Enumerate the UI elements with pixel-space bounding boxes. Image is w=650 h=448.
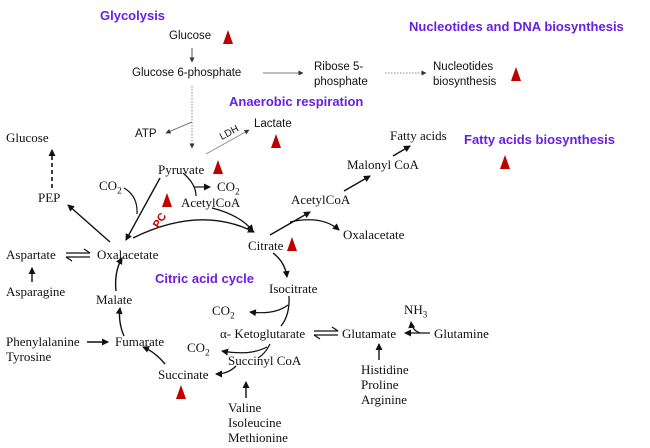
- heading-citric-acid-cycle: Citric acid cycle: [155, 271, 254, 286]
- co2-subscript: 2: [230, 310, 235, 321]
- node-valine-isoleucine-methionine: Valine Isoleucine Methionine: [228, 400, 288, 445]
- arrow-akg-succinyl: [257, 343, 271, 359]
- node-succinyl-coa: Succinyl CoA: [228, 353, 302, 368]
- arrow-co2-join: [123, 187, 138, 215]
- node-alpha-ketoglutarate: α- Ketoglutarate: [220, 326, 306, 341]
- arrow-to-co2-akg: [221, 346, 268, 356]
- node-co2-pdh: CO2: [217, 179, 240, 197]
- ribose-line-2: phosphate: [314, 76, 368, 88]
- proline-label: Proline: [361, 377, 399, 392]
- upregulated-marker-pc: [162, 193, 172, 207]
- co2-subscript: 2: [117, 185, 122, 196]
- node-glucose-6-phosphate: Glucose 6-phosphate: [132, 67, 242, 79]
- arrow-malate-oxalacetate: [114, 257, 123, 292]
- isoleucine-label: Isoleucine: [228, 415, 282, 430]
- node-isocitrate: Isocitrate: [269, 281, 318, 296]
- node-oxalacetate: Oxalacetate: [97, 247, 159, 262]
- equilibrium-back-hook: [65, 256, 73, 262]
- equilibrium-akg-back-hook: [313, 334, 321, 340]
- co2-text: CO: [212, 303, 231, 318]
- node-succinate: Succinate: [158, 367, 209, 382]
- co2-text: CO: [187, 340, 206, 355]
- equilibrium-forward-hook: [83, 248, 91, 254]
- node-oxalacetate-cyto: Oxalacetate: [343, 227, 405, 242]
- methionine-label: Methionine: [228, 430, 288, 445]
- arrow-citrate-isocitrate: [272, 252, 290, 278]
- arrow-malonyl-fatty: [392, 145, 411, 157]
- phenylalanine-label: Phenylalanine: [6, 334, 80, 349]
- equilibrium-akg-forward-hook: [331, 326, 339, 332]
- co2-subscript: 2: [235, 186, 240, 197]
- node-glutamine: Glutamine: [434, 326, 489, 341]
- node-co2-akgdh: CO2: [187, 340, 210, 358]
- arrow-to-co2-iso: [249, 304, 289, 317]
- node-nucleotides-biosynthesis: Nucleotides biosynthesis: [433, 60, 496, 90]
- valine-label: Valine: [228, 400, 262, 415]
- arrow-fumarate-malate: [115, 307, 125, 337]
- node-asparagine: Asparagine: [6, 284, 66, 299]
- arrow-pyruvate-acetylcoa: [182, 172, 197, 197]
- node-aspartate: Aspartate: [6, 247, 56, 262]
- node-co2-pc: CO2: [99, 178, 122, 196]
- node-co2-idh: CO2: [212, 303, 235, 321]
- nh3-subscript: 3: [422, 309, 428, 320]
- node-glutamate: Glutamate: [342, 326, 397, 341]
- histidine-label: Histidine: [361, 362, 409, 377]
- upregulated-marker-succinate: [176, 385, 186, 399]
- node-malate: Malate: [96, 292, 133, 307]
- heading-fatty-acids: Fatty acids biosynthesis: [464, 132, 615, 147]
- arrow-oxalacetate-citrate: [132, 219, 255, 239]
- node-glucose: Glucose: [169, 30, 212, 42]
- upregulated-marker-lactate: [271, 134, 281, 148]
- arginine-label: Arginine: [361, 392, 407, 407]
- arrow-citrate-acetylcoa: [269, 211, 311, 236]
- node-glucose-gluconeogenesis: Glucose: [6, 130, 49, 145]
- co2-subscript: 2: [205, 347, 210, 358]
- upregulated-marker-citrate: [287, 237, 297, 251]
- arrow-isocitrate-akg: [280, 295, 290, 327]
- arrow-pyruvate-lactate: [205, 129, 250, 155]
- arrow-succinate-fumarate: [142, 346, 166, 365]
- co2-text: CO: [217, 179, 236, 194]
- node-pep: PEP: [38, 190, 61, 205]
- node-ribose-5-phosphate: Ribose 5- phosphate: [314, 60, 368, 90]
- arrow-acetylcoa-malonyl: [343, 175, 371, 192]
- arrow-citrate-oxalacetate: [289, 219, 340, 231]
- node-atp: ATP: [135, 128, 157, 140]
- node-lactate: Lactate: [254, 118, 292, 130]
- arrow-to-atp: [165, 121, 193, 134]
- node-nh3: NH3: [404, 302, 427, 320]
- nh3-text: NH: [404, 302, 423, 317]
- upregulated-marker-pyruvate: [213, 160, 223, 174]
- nucleotides-line-2: biosynthesis: [433, 76, 497, 88]
- tyrosine-label: Tyrosine: [6, 349, 52, 364]
- arrow-to-nh3: [408, 321, 421, 334]
- node-fatty-acids: Fatty acids: [390, 128, 447, 143]
- arrow-acetylcoa-citrate: [211, 207, 254, 232]
- ribose-line-1: Ribose 5-: [314, 61, 364, 73]
- node-acetylcoa-mito: AcetylCoA: [181, 195, 241, 210]
- heading-anaerobic-respiration: Anaerobic respiration: [229, 94, 364, 109]
- heading-glycolysis: Glycolysis: [100, 8, 166, 23]
- node-malonyl-coa: Malonyl CoA: [347, 157, 419, 172]
- node-fumarate: Fumarate: [115, 334, 165, 349]
- upregulated-marker-nucleotides: [511, 67, 521, 81]
- node-phenylalanine-tyrosine: Phenylalanine Tyrosine: [6, 334, 80, 364]
- nucleotides-line-1: Nucleotides: [433, 61, 494, 73]
- arrow-pyruvate-oxalacetate: [125, 177, 161, 241]
- node-acetylcoa-cyto: AcetylCoA: [291, 192, 351, 207]
- node-pyruvate: Pyruvate: [158, 162, 205, 177]
- node-histidine-proline-arginine: Histidine Proline Arginine: [361, 362, 409, 407]
- node-citrate: Citrate: [248, 238, 284, 253]
- upregulated-marker-glucose: [223, 30, 233, 44]
- arrow-oxalacetate-pep: [67, 204, 111, 243]
- co2-text: CO: [99, 178, 118, 193]
- heading-nucleotides-dna: Nucleotides and DNA biosynthesis: [409, 19, 624, 34]
- upregulated-marker-fatty-acids: [500, 155, 510, 169]
- arrow-succinyl-succinate: [215, 365, 237, 378]
